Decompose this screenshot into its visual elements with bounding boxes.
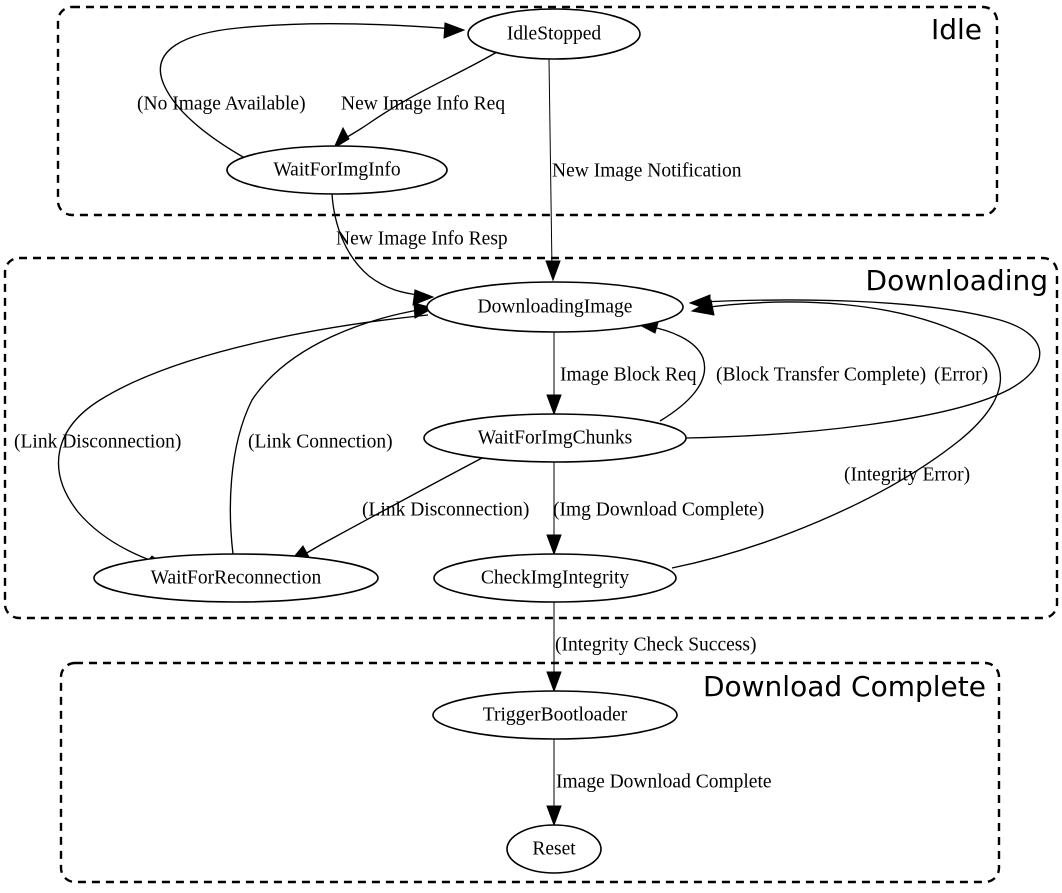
edge-idlestopped-to-waitforimginfo[interactable]: New Image Info Req	[332, 51, 505, 150]
node-checkimgintegrity-ellipse	[433, 553, 677, 603]
cluster-download-complete-label: Download Complete	[703, 670, 986, 703]
edge-path-no-image-available	[159, 23, 456, 158]
edge-label-image-block-req: Image Block Req	[560, 364, 697, 385]
edge-label-integrity-error: (Integrity Error)	[844, 464, 970, 485]
edge-path-link-connection	[229, 308, 425, 555]
edge-waitforimgchunks-to-checkimgintegrity[interactable]: (Img Download Complete)	[546, 462, 764, 556]
node-triggerbootloader-ellipse	[432, 690, 678, 740]
arrowhead-no-image-available	[443, 22, 466, 39]
edge-checkimgintegrity-to-downloadingimage[interactable]: (Integrity Error)	[671, 299, 1002, 569]
node-waitforimgchunks[interactable]: WaitForImgChunks	[423, 413, 687, 463]
arrowhead-new-image-info-req	[332, 126, 350, 150]
node-waitforimgchunks-ellipse	[423, 413, 687, 463]
cluster-idle-label: Idle	[931, 13, 982, 46]
edge-label-no-image-available: (No Image Available)	[137, 93, 306, 114]
arrowhead-new-image-notification	[545, 260, 561, 282]
node-waitforimgchunks-label: WaitForImgChunks	[478, 427, 632, 448]
edge-label-image-download-complete: Image Download Complete	[556, 771, 772, 792]
node-checkimgintegrity[interactable]: CheckImgIntegrity	[433, 553, 677, 603]
edge-label-block-transfer-complete: (Block Transfer Complete)	[716, 364, 926, 385]
node-downloadingimage-label: DownloadingImage	[478, 296, 633, 317]
edge-label-new-image-info-req: New Image Info Req	[341, 93, 505, 114]
edge-downloadingimage-to-waitforimgchunks[interactable]: Image Block Req	[546, 332, 697, 416]
edge-path-error	[685, 299, 1041, 439]
node-waitforimginfo-label: WaitForImgInfo	[273, 159, 400, 180]
node-waitforreconnection-label: WaitForReconnection	[151, 567, 322, 588]
edge-path-link-disconnection-downloading	[57, 314, 429, 563]
node-idlestopped-ellipse	[467, 8, 641, 60]
edge-waitforimginfo-to-downloadingimage[interactable]: New Image Info Resp	[331, 193, 508, 306]
node-waitforreconnection[interactable]: WaitForReconnection	[93, 553, 379, 603]
node-waitforreconnection-ellipse	[93, 553, 379, 603]
arrowhead-image-block-req	[546, 394, 562, 416]
node-idlestopped[interactable]: IdleStopped	[467, 8, 641, 60]
edge-label-new-image-notification: New Image Notification	[552, 160, 742, 181]
cluster-downloading-label: Downloading	[866, 264, 1048, 297]
arrowhead-image-download-complete	[546, 805, 562, 827]
edge-label-new-image-info-resp: New Image Info Resp	[336, 228, 508, 249]
arrowhead-integrity-error	[690, 299, 715, 316]
arrowhead-img-download-complete	[546, 534, 562, 556]
cluster-downloading: Downloading	[3, 256, 1059, 620]
edge-path-new-image-info-req	[339, 51, 498, 143]
edge-triggerbootloader-to-reset[interactable]: Image Download Complete	[546, 739, 772, 827]
cluster-downloading-box	[3, 256, 1059, 620]
cluster-idle: Idle	[56, 5, 999, 217]
edge-idlestopped-to-downloadingimage[interactable]: New Image Notification	[545, 58, 742, 282]
node-reset[interactable]: Reset	[506, 824, 602, 874]
node-reset-ellipse	[506, 824, 602, 874]
node-waitforimginfo[interactable]: WaitForImgInfo	[226, 145, 448, 195]
arrowhead-new-image-info-resp	[412, 289, 435, 306]
edge-path-block-transfer-complete	[646, 325, 706, 422]
node-waitforimginfo-ellipse	[226, 145, 448, 195]
node-idlestopped-label: IdleStopped	[507, 23, 601, 44]
edge-label-integrity-check-success: (Integrity Check Success)	[555, 634, 756, 655]
node-checkimgintegrity-label: CheckImgIntegrity	[481, 567, 630, 588]
edge-label-link-disconnection-downloading: (Link Disconnection)	[14, 431, 181, 452]
edge-waitforimgchunks-to-waitforreconnection[interactable]: (Link Disconnection)	[287, 456, 529, 564]
edge-label-link-connection: (Link Connection)	[248, 431, 393, 452]
node-downloadingimage-ellipse	[426, 281, 684, 333]
cluster-idle-box	[56, 5, 999, 217]
arrowhead-integrity-check-success	[546, 671, 562, 693]
cluster-download-complete-box	[59, 661, 1001, 884]
edge-path-new-image-notification	[548, 58, 553, 271]
edge-path-new-image-info-resp	[331, 193, 425, 297]
edge-label-error: (Error)	[934, 364, 988, 385]
edge-waitforreconnection-to-downloadingimage[interactable]: (Link Connection)	[229, 302, 435, 555]
edge-label-link-disconnection-chunks: (Link Disconnection)	[362, 499, 529, 520]
node-downloadingimage[interactable]: DownloadingImage	[426, 281, 684, 333]
edge-path-integrity-error	[671, 301, 1002, 569]
node-triggerbootloader[interactable]: TriggerBootloader	[432, 690, 678, 740]
edge-waitforimgchunks-to-downloadingimage-error[interactable]: (Error)	[685, 294, 1041, 439]
edge-waitforimginfo-to-idlestopped[interactable]: (No Image Available)	[137, 22, 466, 158]
edge-label-img-download-complete: (Img Download Complete)	[553, 499, 764, 520]
node-reset-label: Reset	[532, 838, 576, 859]
edge-checkimgintegrity-to-triggerbootloader[interactable]: (Integrity Check Success)	[546, 602, 756, 693]
node-triggerbootloader-label: TriggerBootloader	[483, 704, 628, 725]
cluster-download-complete: Download Complete	[59, 661, 1001, 884]
